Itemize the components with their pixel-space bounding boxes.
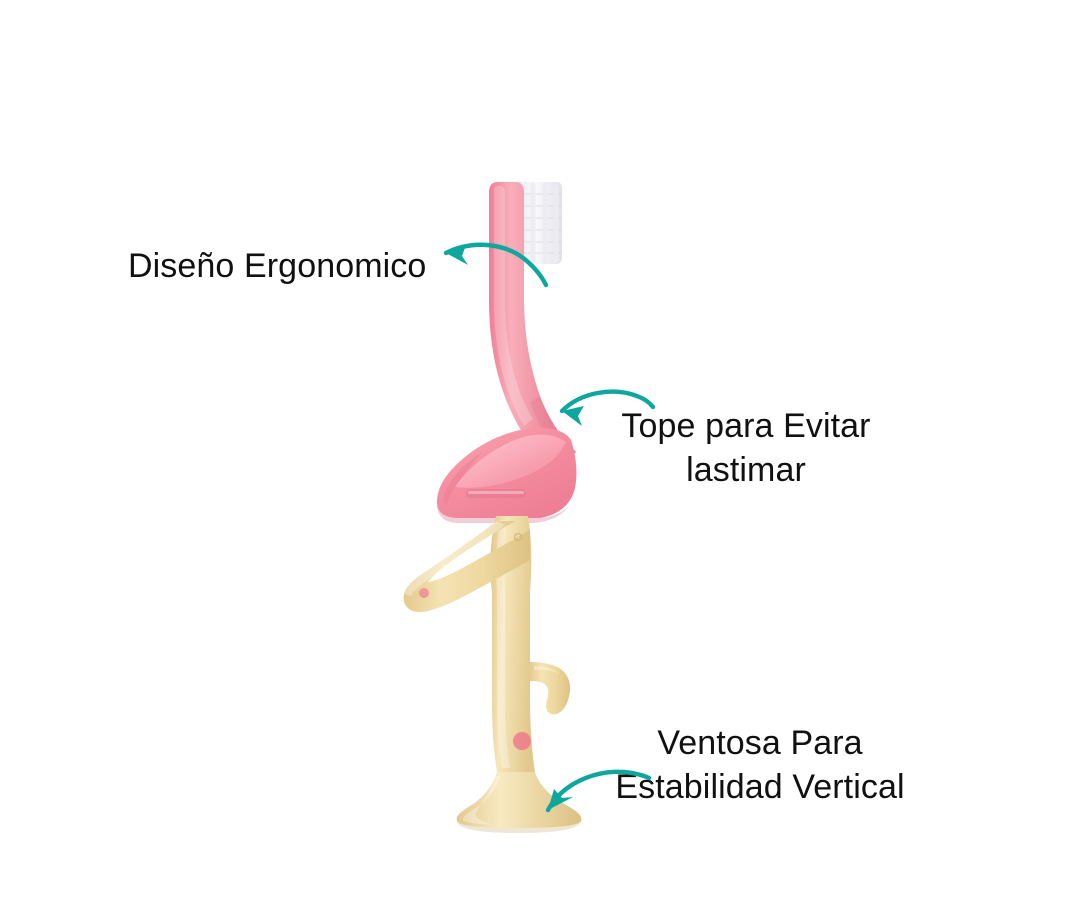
arrow-left-icon — [559, 389, 656, 426]
callout-label-stopper: Tope para Evitar lastimar — [621, 407, 871, 489]
arrow-left-up-icon — [443, 242, 549, 288]
callout-label-ergonomic: Diseño Ergonomico — [128, 247, 427, 285]
arrow-down-left-icon — [545, 769, 652, 813]
callout-label-suction: Ventosa Para Estabilidad Vertical — [615, 724, 905, 806]
